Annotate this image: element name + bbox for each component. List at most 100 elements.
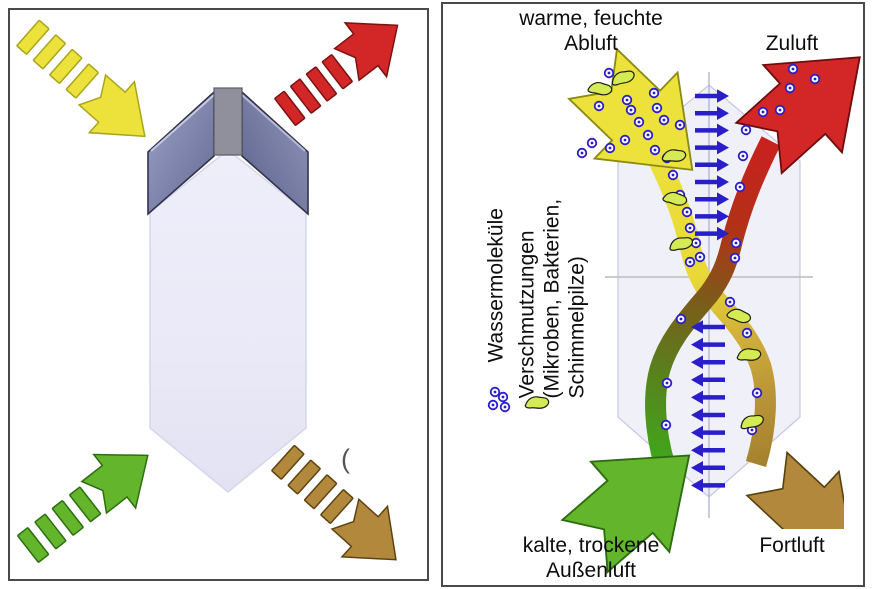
water-molecule-dot	[784, 82, 796, 94]
water-molecule-dot	[576, 147, 588, 159]
water-molecule-dot	[648, 87, 660, 99]
contaminant-blob	[524, 396, 550, 409]
solid-arrow-fortluft	[745, 450, 844, 529]
water-molecule-dot	[489, 386, 501, 398]
water-molecule-dot	[737, 150, 749, 162]
label-aussenluft: kalte, trockene Außenluft	[481, 533, 701, 583]
water-molecule-dot	[751, 387, 763, 399]
moisture-arrow	[695, 106, 729, 120]
water-molecule-dot	[724, 296, 736, 308]
contaminant-blob	[726, 308, 752, 324]
water-molecule-dot	[675, 313, 687, 325]
label-aussenluft-line1: kalte, trockene	[522, 534, 660, 557]
contaminant-blob	[611, 70, 635, 86]
water-molecule-dot	[694, 251, 706, 263]
water-molecule-dot	[658, 114, 670, 126]
water-molecule-dot	[674, 119, 686, 131]
label-contaminants-line1: Verschmutzungen	[515, 230, 539, 399]
water-molecule-dot	[787, 63, 799, 75]
label-aussenluft-line2: Außenluft	[546, 559, 636, 582]
water-molecule-dot	[621, 94, 633, 106]
water-molecule-dot	[603, 67, 615, 79]
moisture-arrow	[695, 140, 729, 155]
contaminant-blob	[661, 149, 687, 162]
water-molecule-dot	[604, 142, 616, 154]
moisture-arrow	[691, 425, 725, 440]
water-molecule-dot	[729, 252, 741, 264]
water-molecule-dot	[660, 419, 672, 431]
moisture-arrow	[691, 478, 725, 493]
contaminant-blob	[740, 414, 764, 430]
label-fortluft: Fortluft	[759, 534, 825, 557]
water-molecule-dot	[593, 100, 605, 112]
water-molecule-dot	[757, 106, 769, 118]
contaminant-blobs	[524, 70, 764, 430]
moisture-arrow	[691, 337, 725, 352]
dashed-arrow-fortluft	[271, 445, 397, 561]
stray-parenthesis-mark: (	[341, 444, 350, 474]
moisture-arrow	[691, 443, 725, 457]
water-molecule-dot	[487, 399, 499, 411]
water-molecule-dot	[809, 73, 821, 85]
contaminant-blob	[669, 237, 693, 251]
moisture-arrow	[691, 461, 725, 475]
panel-exchanger-3d: (	[8, 8, 429, 581]
dashed-arrow-zuluft	[274, 21, 399, 126]
label-water-molecules: Wassermoleküle	[484, 208, 508, 363]
water-molecule-dot	[651, 102, 663, 114]
water-molecule-dot	[690, 237, 702, 249]
moisture-arrow	[695, 158, 729, 172]
moisture-arrow	[691, 408, 725, 422]
contaminant-blob	[662, 191, 688, 206]
solid-arrow-aussenluft	[560, 454, 691, 574]
label-contaminants-line2: (Mikroben, Bakterien,	[540, 198, 564, 399]
moisture-transfer-arrows	[691, 89, 729, 493]
label-abluft: warme, feuchte Abluft	[481, 6, 701, 56]
moisture-arrow	[695, 123, 729, 138]
label-abluft-line2: Abluft	[564, 32, 618, 55]
label-zuluft: Zuluft	[765, 32, 819, 55]
water-molecule-dot	[642, 129, 654, 141]
moisture-arrow	[691, 373, 725, 387]
water-molecule-dot	[661, 377, 673, 389]
water-molecule-dot	[667, 169, 679, 181]
exchanger-schematic-drawing	[487, 47, 861, 574]
contaminant-blob	[587, 81, 613, 96]
water-molecule-dot	[497, 391, 509, 403]
label-contaminants-line3: Schimmelpilze)	[565, 256, 589, 399]
roof-bevel-left	[150, 94, 215, 152]
water-molecule-dot	[734, 181, 746, 193]
roof-bevel-right	[241, 94, 306, 152]
water-molecule-dot	[633, 116, 645, 128]
water-molecule-dot	[741, 327, 753, 339]
water-molecule-dot	[681, 206, 693, 218]
panel-exchanger-schematic: warme, feuchte Abluft Zuluft kalte, troc…	[441, 2, 865, 587]
dashed-arrow-aussenluft	[17, 453, 149, 563]
water-molecule-dot	[586, 137, 598, 149]
moisture-arrow	[695, 209, 729, 224]
water-molecule-dot	[684, 222, 696, 234]
exchanger-ridge-cap	[213, 87, 243, 156]
moisture-arrow	[695, 175, 729, 189]
moisture-arrow	[695, 192, 729, 206]
water-molecule-dot	[499, 401, 511, 413]
label-abluft-line1: warme, feuchte	[519, 7, 663, 30]
moisture-arrow	[691, 390, 725, 405]
flow-band-zuluft-aussenluft	[645, 136, 781, 469]
moisture-arrow	[695, 226, 729, 241]
exchanger-3d-drawing	[16, 19, 399, 563]
water-molecule-dot	[649, 144, 661, 156]
solid-arrow-zuluft	[734, 56, 861, 176]
water-molecule-dot	[619, 134, 631, 146]
moisture-arrow	[691, 320, 725, 334]
water-molecule-dot	[774, 104, 786, 116]
dashed-arrow-abluft	[16, 19, 146, 138]
moisture-arrow	[691, 355, 725, 369]
water-molecule-dot	[740, 124, 752, 136]
exchanger-body	[149, 149, 307, 493]
water-molecule-dot	[730, 237, 742, 249]
water-molecule-dot	[625, 104, 637, 116]
water-molecule-dot	[684, 256, 696, 268]
moisture-arrow	[695, 89, 729, 103]
label-contaminants: Verschmutzungen (Mikroben, Bakterien, Sc…	[515, 149, 590, 399]
